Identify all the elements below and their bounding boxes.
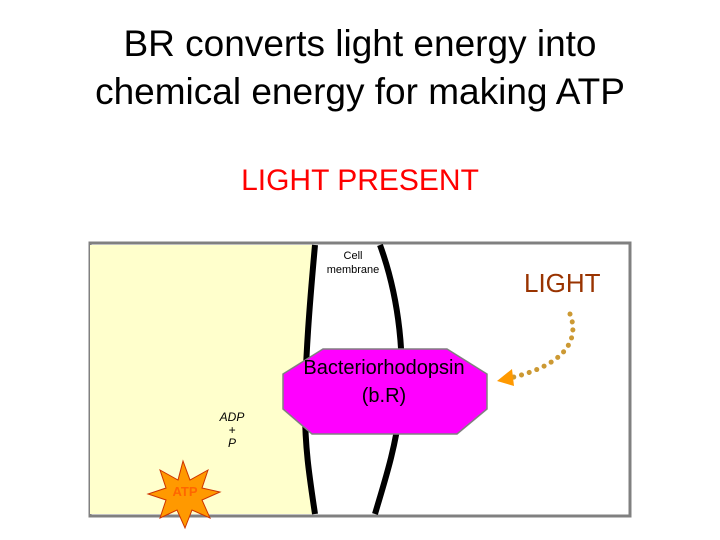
bacteriorhodopsin-label-line-2: (b.R) bbox=[361, 385, 407, 407]
slide-title: BR converts light energy into chemical e… bbox=[0, 20, 720, 116]
cell-membrane-label: Cell membrane bbox=[318, 249, 388, 277]
bacteriorhodopsin-label: Bacteriorhodopsin (b.R) bbox=[284, 354, 484, 410]
adp-label-line-2: + bbox=[228, 423, 236, 437]
cell-interior bbox=[90, 245, 315, 514]
title-line-1: BR converts light energy into bbox=[123, 23, 597, 64]
atp-label: ATP bbox=[172, 484, 198, 499]
light-dotted-arrow bbox=[507, 311, 576, 381]
cell-membrane-label-line-2: membrane bbox=[326, 264, 380, 276]
atp-starburst-icon bbox=[146, 459, 222, 530]
adp-plus-p-label: ADP + P bbox=[212, 411, 252, 450]
light-present-heading: LIGHT PRESENT bbox=[241, 164, 479, 197]
bacteriorhodopsin-label-line-1: Bacteriorhodopsin bbox=[303, 357, 465, 379]
light-label: LIGHT bbox=[524, 268, 601, 298]
light-arrowhead-icon bbox=[497, 369, 514, 386]
adp-label-line-3: P bbox=[227, 436, 236, 450]
bacteriorhodopsin-protein bbox=[282, 348, 488, 435]
adp-label-line-1: ADP bbox=[219, 410, 245, 424]
title-line-2: chemical energy for making ATP bbox=[95, 71, 625, 112]
cell-membrane-label-line-1: Cell bbox=[343, 250, 363, 262]
